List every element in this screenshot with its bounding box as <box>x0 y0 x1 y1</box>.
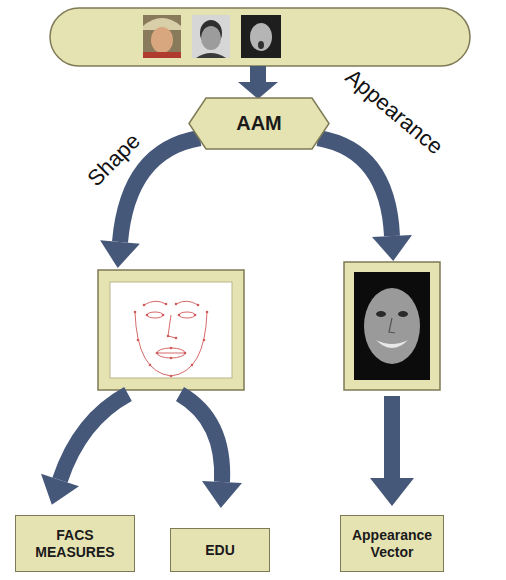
mouth <box>157 348 185 358</box>
shoulders <box>196 53 226 58</box>
arrow-head <box>370 478 414 506</box>
eye <box>147 312 163 318</box>
arrow-head <box>372 235 412 261</box>
arrow-head <box>202 481 242 508</box>
flow-arrow <box>180 394 222 482</box>
eyebrow <box>176 301 198 305</box>
flow-arrow <box>250 66 266 83</box>
flow-arrow <box>318 138 392 236</box>
shirt <box>143 52 181 58</box>
face-photo <box>143 15 181 58</box>
smile <box>376 340 408 348</box>
shape-panel <box>98 270 244 390</box>
jaw-contour <box>135 312 207 376</box>
arrow-head <box>100 240 140 268</box>
landmark-mesh <box>135 301 207 376</box>
eyebrow <box>144 301 166 305</box>
appearance-image <box>354 272 430 380</box>
photo-frame <box>241 15 281 58</box>
eye <box>398 311 408 317</box>
box-label: FACS MEASURES <box>29 527 121 559</box>
mouth <box>258 41 264 49</box>
photo-frame <box>192 15 230 58</box>
face-photo <box>192 15 230 58</box>
face-photo <box>241 15 281 58</box>
lip-line <box>157 353 185 354</box>
nose <box>168 315 176 338</box>
flow-arrow <box>384 396 400 479</box>
face <box>250 23 272 51</box>
output-box: FACS MEASURES <box>15 515 135 572</box>
box-label: EDU <box>205 542 235 558</box>
output-box: EDU <box>170 528 270 572</box>
landmark-points <box>134 303 209 378</box>
hexagon-shape <box>189 98 329 149</box>
output-box: Appearance Vector <box>340 515 444 572</box>
model-hexagon: AAM <box>188 97 330 150</box>
flow-arrow <box>60 394 128 480</box>
face <box>151 27 173 53</box>
box-label: AAM <box>236 112 282 135</box>
box-label: Appearance Vector <box>348 527 436 559</box>
input-pill <box>50 8 470 66</box>
nose <box>389 318 395 333</box>
eye <box>179 312 195 318</box>
shape-free-face <box>364 288 420 364</box>
face <box>201 26 221 50</box>
arrow-head <box>41 474 79 505</box>
appearance-panel <box>344 262 440 390</box>
arrow-head <box>238 82 278 99</box>
shape-image <box>110 282 232 378</box>
photo-frame <box>143 15 181 58</box>
eye <box>376 311 386 317</box>
